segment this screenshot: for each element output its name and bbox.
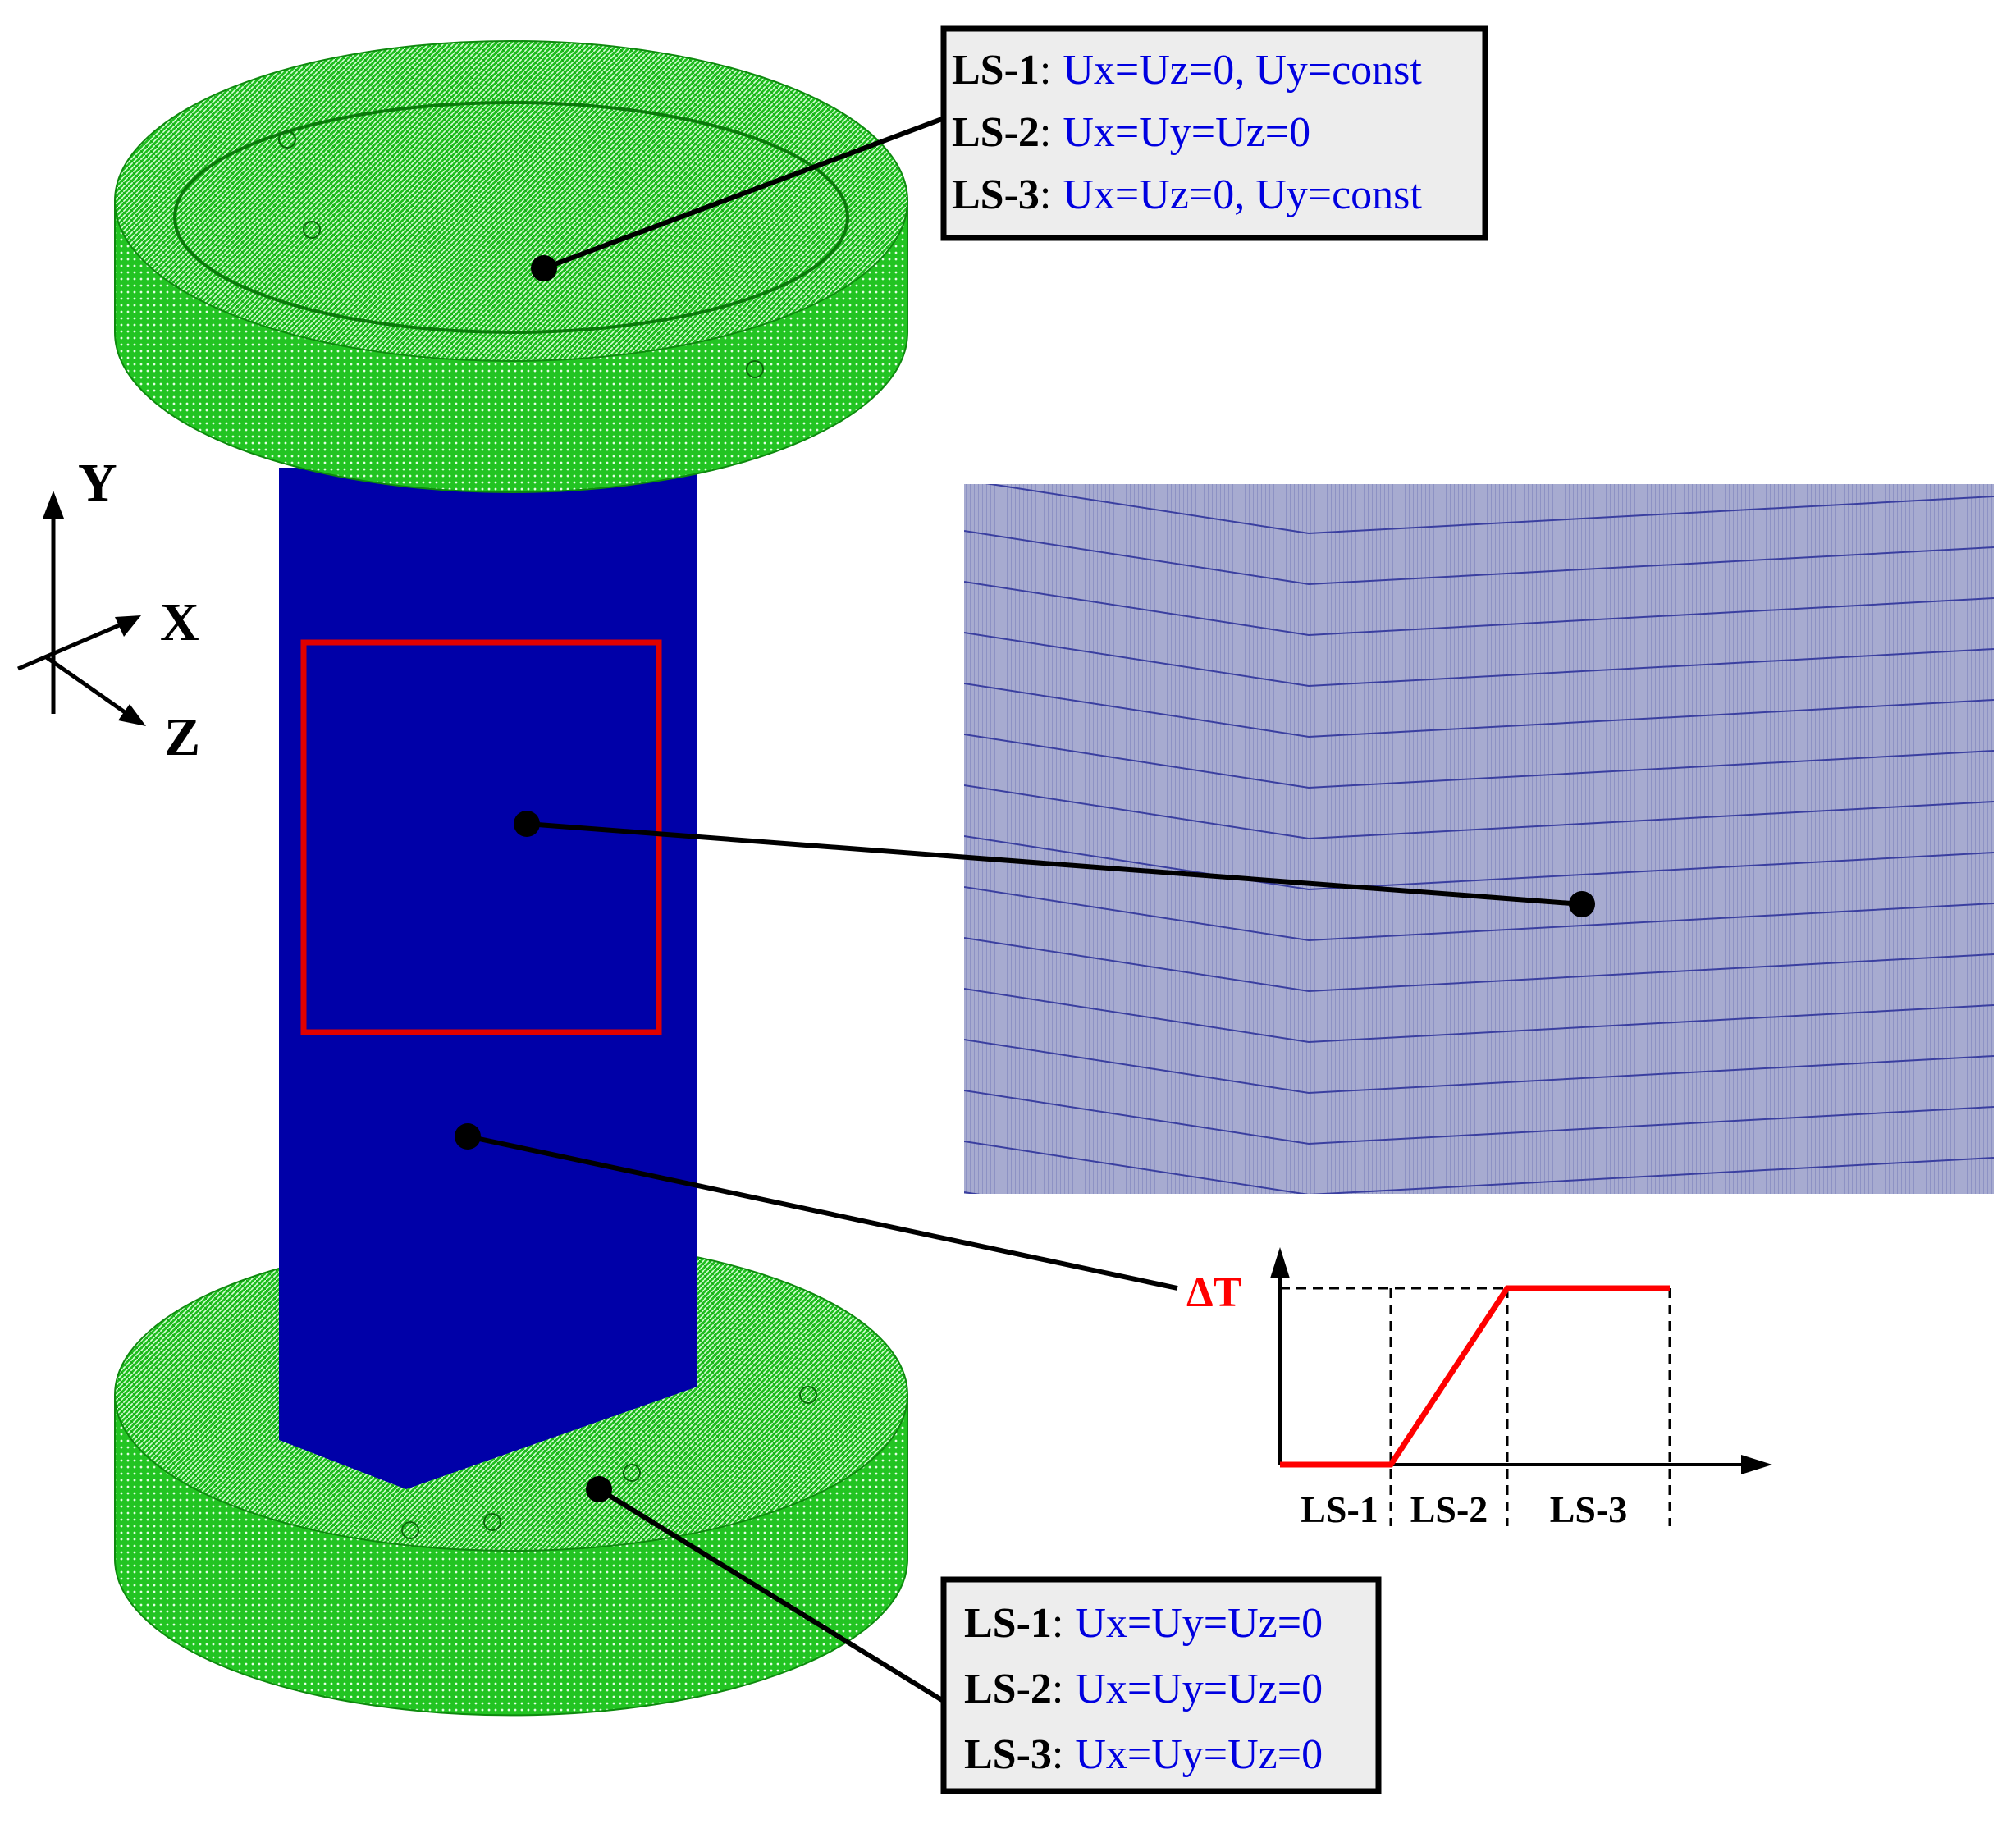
z-axis-arrowhead [118, 704, 146, 726]
mesh-layer-line [985, 484, 1994, 535]
bottom-bc-line-1: LS-1: Ux=Uy=Uz=0 [964, 1600, 1323, 1647]
top-bc-line-2: LS-2: Ux=Uy=Uz=0 [952, 109, 1310, 156]
leader-top-fixture [542, 117, 944, 271]
mesh-layer-line [964, 1191, 981, 1194]
delta-t-label: ΔT [1186, 1269, 1241, 1316]
mesh-panel-background [964, 484, 1994, 1194]
profile-vertical-arrowhead [1270, 1247, 1290, 1278]
bc-separator: : [1040, 109, 1051, 156]
profile-guides [1280, 1287, 1671, 1526]
leader-temperature [467, 1134, 1178, 1291]
z-axis-label: Z [164, 707, 200, 767]
mesh-layer-line [964, 683, 1994, 738]
top-fixture-top [114, 40, 908, 362]
mesh-layer-line [964, 886, 1994, 942]
top-bc-line-1: LS-1: Ux=Uz=0, Uy=const [952, 47, 1422, 94]
mesh-layer-line [964, 632, 1994, 688]
mesh-layer-line [964, 784, 1994, 840]
anchor-dot [1569, 891, 1595, 917]
coordinate-axes [17, 491, 146, 726]
bottom-bc-box: LS-1: Ux=Uy=Uz=0 LS-2: Ux=Uy=Uz=0 LS-3: Ux=… [940, 1576, 1382, 1794]
specimen-column [279, 468, 697, 1489]
bottom-bc-line-3: LS-3: Ux=Uy=Uz=0 [964, 1731, 1323, 1778]
bolt-hole [623, 1464, 641, 1482]
mesh-zoom-panel [964, 378, 1994, 1449]
bc-step-label: LS-1 [952, 47, 1040, 94]
bc-step-label: LS-3 [952, 171, 1040, 218]
top-bc-box-frame [940, 25, 1488, 241]
highlight-region-box [300, 639, 662, 1035]
bc-separator: : [1052, 1600, 1063, 1647]
bolt-hole [278, 130, 296, 149]
mesh-layer-line [964, 530, 1994, 586]
bottom-bc-line-2: LS-2: Ux=Uy=Uz=0 [964, 1666, 1323, 1712]
mesh-chevron-lines [964, 378, 1994, 1449]
top-bc-box: LS-1: Ux=Uz=0, Uy=const LS-2: Ux=Uy=Uz=0 L… [940, 25, 1488, 241]
mesh-layer-line [964, 1141, 1994, 1194]
bolt-hole [401, 1521, 419, 1539]
profile-step-label: LS-2 [1410, 1488, 1488, 1530]
bc-value: Ux=Uz=0, Uy=const [1063, 171, 1422, 218]
bc-separator: : [1040, 171, 1051, 218]
profile-step-label: LS-3 [1550, 1488, 1628, 1530]
top-bc-line-3: LS-3: Ux=Uz=0, Uy=const [952, 171, 1422, 218]
bolt-hole [483, 1513, 501, 1531]
bc-value: Ux=Uy=Uz=0 [1063, 109, 1310, 156]
mesh-layer-line [964, 429, 1994, 482]
x-axis-line [17, 621, 124, 671]
mesh-layer-line [964, 988, 1994, 1044]
bc-step-label: LS-2 [952, 109, 1040, 156]
mesh-layer-line [964, 1039, 1994, 1095]
mesh-layer-line [964, 378, 1994, 432]
bc-value: Ux=Uy=Uz=0 [1075, 1731, 1323, 1778]
bc-value: Ux=Uy=Uz=0 [1075, 1600, 1323, 1647]
bolt-hole [303, 221, 321, 239]
leader-dots [455, 255, 1595, 1502]
bolt-hole [746, 360, 764, 378]
bolt-hole [799, 1386, 817, 1404]
mesh-layer-line [964, 1345, 1994, 1398]
mesh-layer-line [964, 1090, 1994, 1145]
mesh-layer-line [964, 835, 1994, 891]
mesh-layer-line [964, 937, 1994, 993]
bc-separator: : [1052, 1731, 1063, 1778]
bc-separator: : [1052, 1666, 1063, 1712]
leader-mesh-detail [526, 821, 1583, 907]
profile-step-label: LS-1 [1301, 1488, 1378, 1530]
top-fixture-recess [173, 101, 849, 334]
y-axis-label: Y [78, 453, 117, 513]
anchor-dot [586, 1476, 612, 1502]
leader-bottom-fixture [597, 1487, 944, 1703]
x-axis-label: X [160, 592, 199, 652]
anchor-dot [455, 1123, 481, 1150]
mesh-layer-line [964, 1396, 1994, 1449]
specimen-body [279, 468, 697, 1489]
mesh-layer-line [964, 1294, 1994, 1347]
anchor-dot [531, 255, 557, 281]
bc-step-label: LS-3 [964, 1731, 1052, 1778]
profile-horizontal-arrowhead [1741, 1455, 1772, 1474]
mesh-layer-line [964, 734, 1994, 789]
temperature-profile: ΔT LS-1 LS-2 LS-3 [1186, 1247, 1772, 1530]
top-fixture [114, 40, 908, 493]
y-axis-arrowhead [43, 491, 64, 519]
bc-step-label: LS-2 [964, 1666, 1052, 1712]
z-axis-line [43, 654, 129, 716]
bc-value: Ux=Uz=0, Uy=const [1063, 47, 1422, 94]
temperature-ramp-line [1280, 1285, 1670, 1468]
bc-separator: : [1040, 47, 1051, 94]
bc-value: Ux=Uy=Uz=0 [1075, 1666, 1323, 1712]
anchor-dot [514, 811, 540, 837]
mesh-layer-line [964, 581, 1994, 637]
leader-lines [467, 117, 1583, 1703]
bottom-bc-box-frame [940, 1576, 1382, 1794]
x-axis-arrowhead [115, 615, 141, 637]
bc-step-label: LS-1 [964, 1600, 1052, 1647]
